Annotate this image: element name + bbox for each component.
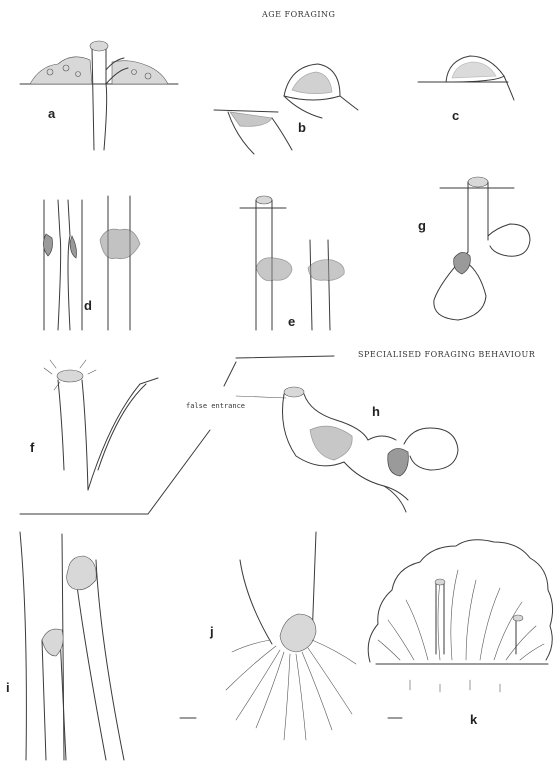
panel-label-a: a [48, 106, 55, 121]
panel-e-drawing [240, 196, 344, 330]
panel-label-i: i [6, 680, 10, 695]
panel-label-h: h [372, 404, 380, 419]
panel-i-drawing [20, 532, 124, 760]
panel-label-k: k [470, 712, 477, 727]
panel-k-drawing [368, 540, 552, 692]
panel-a-drawing [20, 41, 178, 150]
panel-label-j: j [210, 624, 214, 639]
panel-g-drawing [434, 177, 530, 320]
heading-foraging: AGE FORAGING [262, 10, 335, 19]
panel-b-drawing [214, 64, 358, 154]
panel-f-drawing [20, 356, 334, 514]
panel-c-drawing [418, 56, 514, 100]
panel-h-drawing [283, 387, 459, 512]
panel-label-e: e [288, 314, 295, 329]
panel-label-d: d [84, 298, 92, 313]
panel-label-c: c [452, 108, 459, 123]
panel-label-f: f [30, 440, 34, 455]
panel-label-g: g [418, 218, 426, 233]
false-entrance-annotation: false entrance [186, 402, 245, 410]
panel-label-b: b [298, 120, 306, 135]
heading-specialised-foraging: SPECIALISED FORAGING BEHAVIOUR [358, 350, 535, 359]
